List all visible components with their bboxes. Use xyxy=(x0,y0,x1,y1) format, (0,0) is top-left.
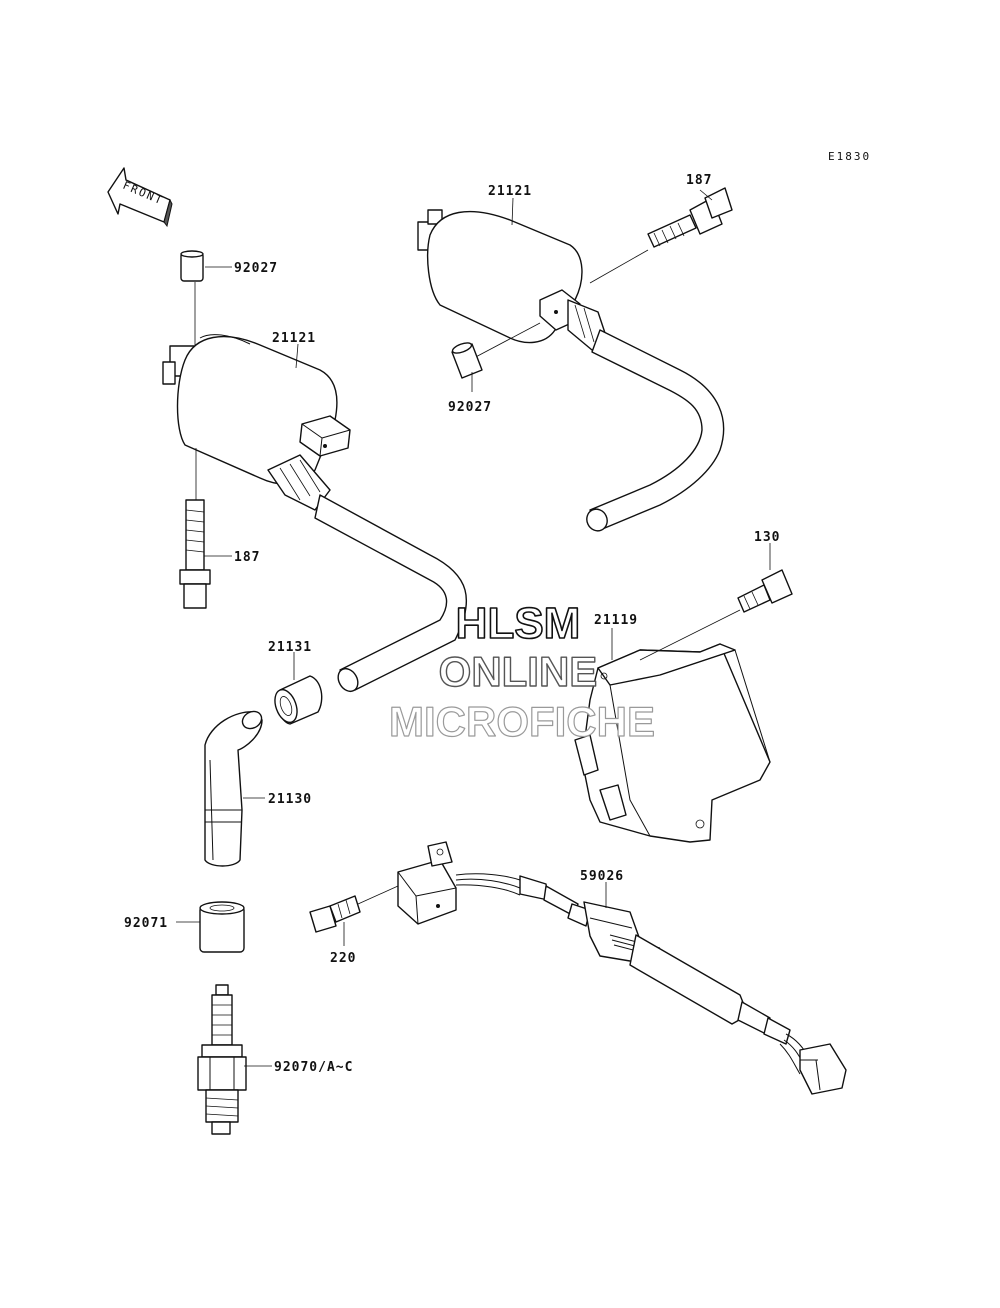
pickup-coil-59026 xyxy=(397,841,847,1095)
spark-plug-92070 xyxy=(197,984,247,1135)
callout-59026: 59026 xyxy=(580,869,624,884)
bolt-220 xyxy=(309,885,399,933)
spacer-92027-left xyxy=(180,250,204,282)
callout-130: 130 xyxy=(754,530,780,545)
diagram-code: E1830 xyxy=(828,150,871,163)
callout-21131: 21131 xyxy=(268,640,312,655)
callout-187-top: 187 xyxy=(686,173,712,188)
callout-21121-top: 21121 xyxy=(488,184,532,199)
spacer-92027-top xyxy=(451,322,541,379)
watermark: HLSM ONLINE MICROFICHE xyxy=(388,598,655,745)
bolt-130 xyxy=(639,569,793,661)
leader-lines xyxy=(176,189,771,1067)
ignition-coil-top xyxy=(417,209,725,532)
seal-92071 xyxy=(199,901,245,953)
watermark-line-1: HLSM xyxy=(456,599,581,648)
watermark-line-2: ONLINE xyxy=(439,648,598,695)
watermark-line-3: MICROFICHE xyxy=(389,698,655,745)
callout-92071: 92071 xyxy=(124,916,168,931)
bolt-187-left xyxy=(179,448,211,609)
callout-92027-left: 92027 xyxy=(234,261,278,276)
callout-220: 220 xyxy=(330,951,356,966)
plug-cap-21130 xyxy=(204,710,263,867)
ignition-coil-left xyxy=(162,250,468,693)
callout-21121-left: 21121 xyxy=(272,331,316,346)
callout-92070: 92070/A~C xyxy=(274,1060,353,1075)
callout-92027-top: 92027 xyxy=(448,400,492,415)
callout-21119: 21119 xyxy=(594,613,638,628)
callout-21130: 21130 xyxy=(268,792,312,807)
front-arrow-icon: FRONT xyxy=(107,167,173,228)
callout-187-left: 187 xyxy=(234,550,260,565)
igniter-21119 xyxy=(574,643,771,843)
bolt-187-top xyxy=(589,187,733,284)
seal-21131 xyxy=(274,675,323,725)
